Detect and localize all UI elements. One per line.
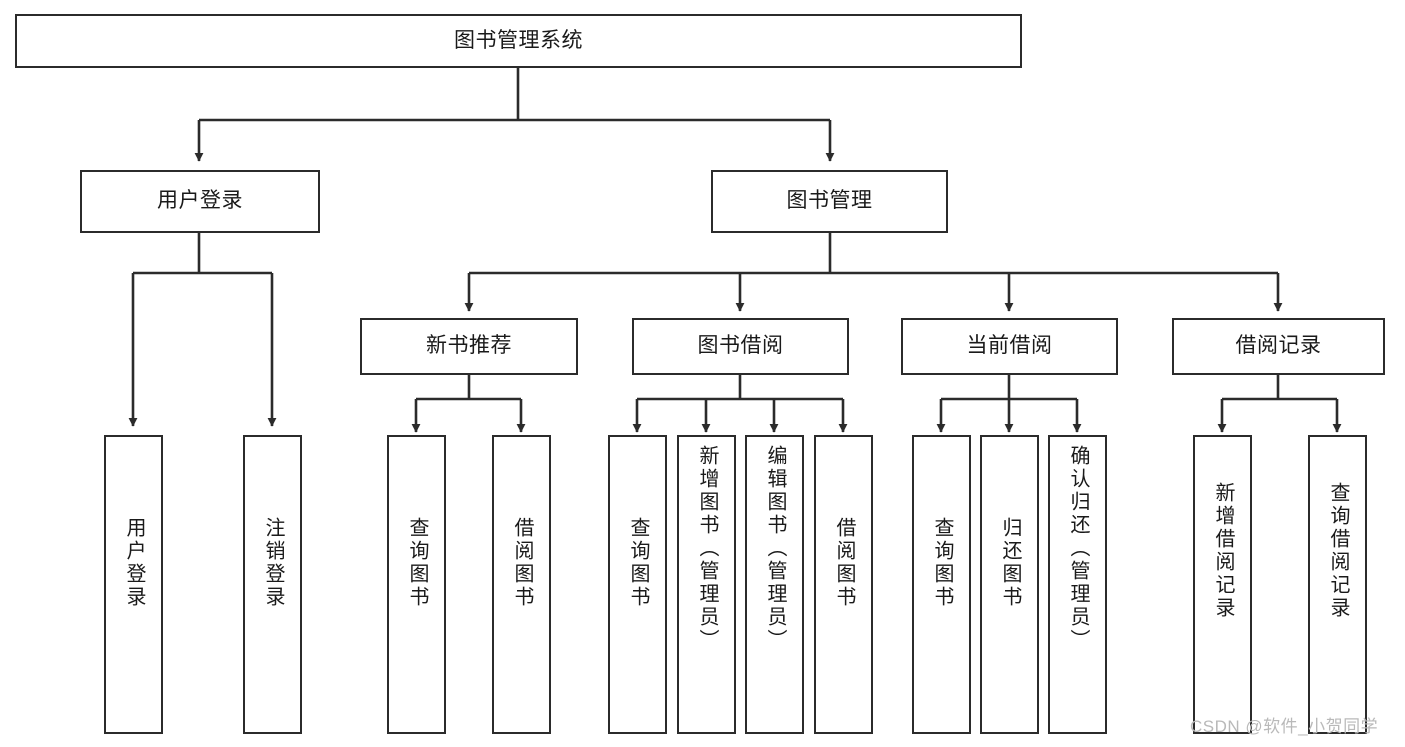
node-leaf-query-book-1-label: 查询图书 xyxy=(406,517,428,609)
node-book-management-label: 图书管理 xyxy=(786,189,873,213)
csdn-watermark: CSDN @软件_小贺同学 xyxy=(1190,717,1379,736)
node-leaf-add-book-admin[interactable]: 新增图书（管理员） xyxy=(677,435,736,734)
node-root[interactable]: 图书管理系统 xyxy=(15,14,1022,68)
node-current-borrow[interactable]: 当前借阅 xyxy=(901,318,1118,375)
node-leaf-edit-book-admin-label: 编辑图书（管理员） xyxy=(764,445,786,652)
node-borrow-record[interactable]: 借阅记录 xyxy=(1172,318,1385,375)
node-book-management[interactable]: 图书管理 xyxy=(711,170,948,233)
node-leaf-return-book[interactable]: 归还图书 xyxy=(980,435,1039,734)
node-leaf-query-book-3[interactable]: 查询图书 xyxy=(912,435,971,734)
node-leaf-query-borrow-record[interactable]: 查询借阅记录 xyxy=(1308,435,1367,734)
node-root-label: 图书管理系统 xyxy=(454,28,583,52)
node-leaf-add-borrow-record-label: 新增借阅记录 xyxy=(1212,482,1234,620)
node-user-login[interactable]: 用户登录 xyxy=(80,170,320,233)
node-leaf-user-login[interactable]: 用户登录 xyxy=(104,435,163,734)
node-leaf-add-borrow-record[interactable]: 新增借阅记录 xyxy=(1193,435,1252,734)
node-new-book-recommend[interactable]: 新书推荐 xyxy=(360,318,578,375)
node-leaf-add-book-admin-label: 新增图书（管理员） xyxy=(696,445,718,652)
node-user-login-label: 用户登录 xyxy=(157,189,243,213)
node-leaf-borrow-book-2[interactable]: 借阅图书 xyxy=(814,435,873,734)
node-leaf-query-book-2-label: 查询图书 xyxy=(627,517,649,609)
node-leaf-logout-label: 注销登录 xyxy=(262,517,284,609)
node-leaf-query-book-2[interactable]: 查询图书 xyxy=(608,435,667,734)
node-leaf-query-borrow-record-label: 查询借阅记录 xyxy=(1327,482,1349,620)
node-book-borrow[interactable]: 图书借阅 xyxy=(632,318,849,375)
node-borrow-record-label: 借阅记录 xyxy=(1235,334,1322,358)
node-current-borrow-label: 当前借阅 xyxy=(966,334,1053,358)
node-leaf-logout[interactable]: 注销登录 xyxy=(243,435,302,734)
node-leaf-query-book-1[interactable]: 查询图书 xyxy=(387,435,446,734)
node-leaf-borrow-book-1-label: 借阅图书 xyxy=(511,517,533,609)
node-book-borrow-label: 图书借阅 xyxy=(697,334,784,358)
node-leaf-borrow-book-2-label: 借阅图书 xyxy=(833,517,855,609)
node-leaf-confirm-return-admin[interactable]: 确认归还（管理员） xyxy=(1048,435,1107,734)
node-leaf-user-login-label: 用户登录 xyxy=(123,517,145,609)
node-leaf-edit-book-admin[interactable]: 编辑图书（管理员） xyxy=(745,435,804,734)
node-leaf-confirm-return-admin-label: 确认归还（管理员） xyxy=(1067,445,1089,652)
node-leaf-return-book-label: 归还图书 xyxy=(999,517,1021,609)
node-leaf-borrow-book-1[interactable]: 借阅图书 xyxy=(492,435,551,734)
node-leaf-query-book-3-label: 查询图书 xyxy=(931,517,953,609)
node-new-book-recommend-label: 新书推荐 xyxy=(426,334,512,358)
